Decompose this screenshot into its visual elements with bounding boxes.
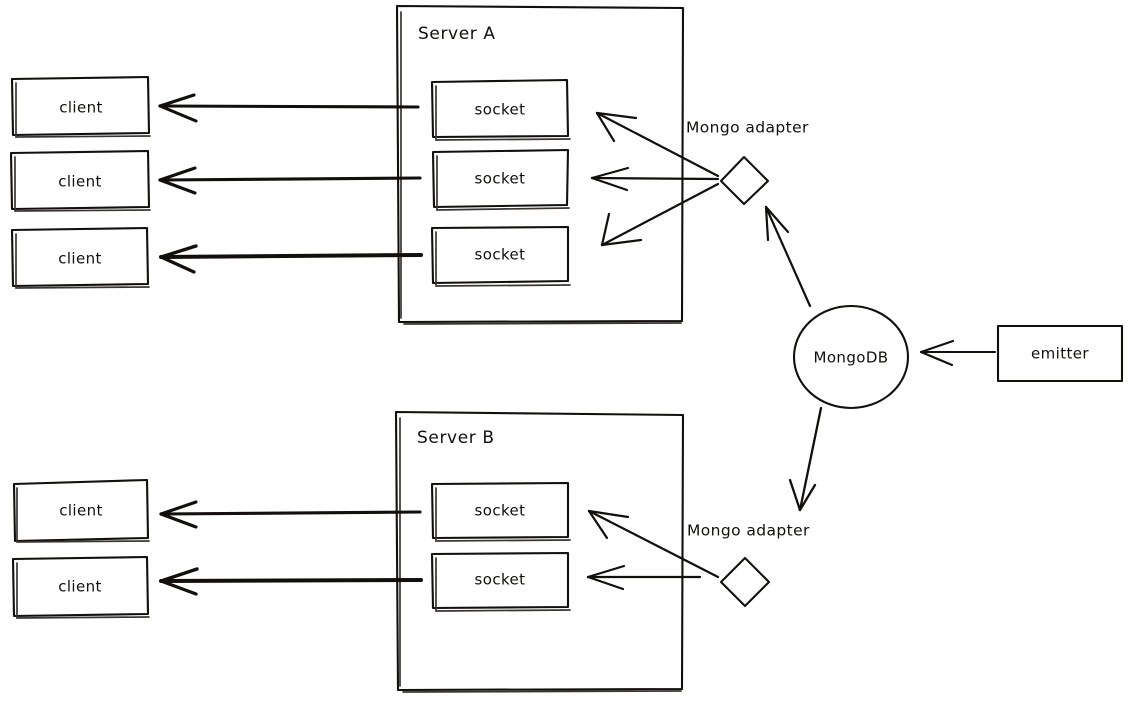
edge-socket-a3-to-client-a3 (159, 244, 423, 274)
client-a3-outline (10, 226, 150, 288)
edge-adapter-a-to-socket-a2 (590, 166, 720, 192)
socket-b1-label: socket (475, 502, 526, 520)
mongo-adapter-b[interactable]: Mongo adapter (687, 522, 810, 608)
client-b1[interactable]: client (12, 478, 150, 543)
edge-emitter-to-mongodb (919, 339, 997, 367)
socket-a3[interactable]: socket (430, 225, 571, 287)
socket-b1-outline (430, 481, 570, 540)
client-b2[interactable]: client (11, 555, 150, 619)
socket-b1-shadow (435, 487, 571, 542)
emitter-label: emitter (1031, 345, 1089, 363)
emitter-outline (996, 324, 1124, 383)
edge-adapter-a-to-socket-a3 (600, 182, 720, 247)
server-b-shadow-bottom (402, 690, 682, 693)
client-a1-label: client (59, 99, 103, 117)
socket-a1-label: socket (475, 101, 526, 119)
client-b1-outline (12, 478, 150, 543)
mongo-adapter-a[interactable]: Mongo adapter (686, 119, 809, 206)
client-a1[interactable]: client (10, 75, 151, 138)
client-b1-label: client (59, 502, 103, 520)
socket-a2-label: socket (475, 170, 526, 188)
edge-socket-a2-to-client-a2 (158, 166, 422, 195)
edge-adapter-b-to-socket-b2 (586, 564, 702, 591)
socket-a3-outline (430, 225, 570, 285)
socket-b2-outline (430, 551, 570, 610)
client-a3[interactable]: client (10, 226, 150, 289)
server-a-label: Server A (418, 24, 496, 44)
mongodb-label: MongoDB (814, 349, 889, 367)
socket-a1-shadow (435, 85, 571, 141)
server-a-shadow-bottom (403, 322, 682, 325)
mongo-adapter-a-label: Mongo adapter (686, 119, 809, 137)
client-a3-label: client (58, 250, 102, 268)
socket-a2[interactable]: socket (431, 148, 570, 211)
socket-b1[interactable]: socket (430, 481, 571, 542)
emitter-node[interactable]: emitter (996, 324, 1124, 383)
client-a2-label: client (58, 173, 102, 191)
edge-adapter-a-to-mongodb (764, 205, 812, 308)
mongodb-ellipse (792, 304, 910, 410)
socket-a1[interactable]: socket (430, 78, 571, 141)
mongo-adapter-a-diamond (719, 155, 770, 206)
socket-b2[interactable]: socket (430, 551, 571, 612)
socket-a1-outline (430, 78, 570, 139)
socket-b2-shadow (435, 557, 571, 612)
edge-socket-b1-to-client-b1 (159, 500, 422, 529)
client-a3-shadow (15, 233, 150, 289)
client-a2-shadow (14, 156, 151, 212)
client-b2-label: client (58, 578, 102, 596)
socket-a2-outline (431, 148, 570, 209)
socket-b2-label: socket (475, 571, 526, 589)
client-a1-outline (10, 75, 151, 137)
client-a2-outline (9, 149, 151, 211)
mongo-adapter-b-label: Mongo adapter (687, 522, 810, 540)
edge-socket-b2-to-client-b2 (159, 567, 423, 596)
edge-socket-a1-to-client-a1 (158, 93, 420, 123)
server-b-container[interactable]: Server B (394, 410, 685, 693)
server-b-label: Server B (417, 428, 495, 448)
client-b2-outline (11, 555, 150, 618)
client-a2[interactable]: client (9, 149, 151, 212)
edge-mongodb-to-adapter-b (788, 406, 823, 512)
client-b1-shadow (16, 487, 150, 543)
mongo-adapter-b-diamond (719, 556, 771, 608)
mongodb-node[interactable]: MongoDB (792, 304, 910, 410)
edge-adapter-a-to-socket-a1 (595, 111, 720, 178)
socket-a3-shadow (435, 231, 571, 287)
client-b2-shadow (16, 562, 150, 619)
edge-adapter-b-to-socket-b1 (587, 509, 720, 579)
socket-a3-label: socket (475, 246, 526, 264)
client-a1-shadow (15, 82, 151, 138)
socket-a2-shadow (436, 155, 570, 211)
server-b-outline (394, 410, 685, 692)
